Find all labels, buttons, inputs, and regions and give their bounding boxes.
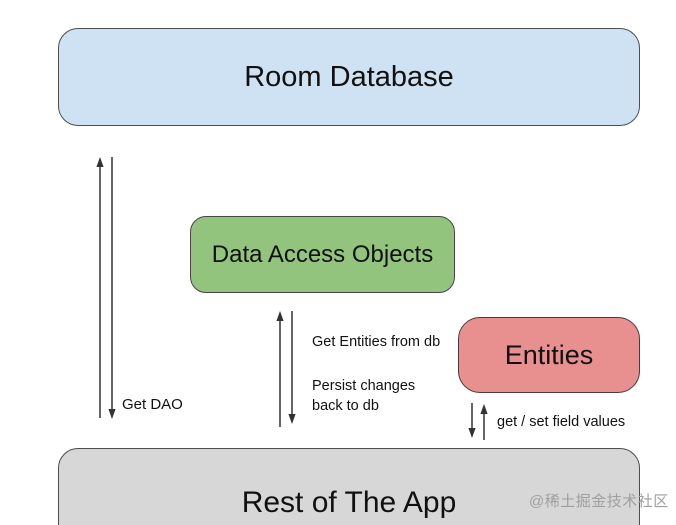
node-rest-of-the-app: Rest of The App bbox=[58, 448, 640, 525]
dao-up-arrowhead bbox=[276, 311, 284, 321]
node-entities-label: Entities bbox=[504, 339, 594, 370]
edge-label-persist-line-2: back to db bbox=[312, 398, 379, 414]
get-dao-down-arrowhead bbox=[108, 409, 116, 419]
entities-up-arrowhead bbox=[480, 404, 488, 414]
node-entities: Entities bbox=[458, 317, 640, 393]
edge-label-get-entities-from-db: Get Entities from db bbox=[312, 334, 441, 350]
edge-label-get-dao: Get DAO bbox=[122, 396, 183, 413]
get-dao-up-arrowhead bbox=[96, 157, 104, 167]
edge-label-get-set-field-values: get / set field values bbox=[497, 414, 626, 430]
edge-label-persist-line-1: Persist changes bbox=[312, 378, 416, 394]
node-data-access-objects-label: Data Access Objects bbox=[211, 240, 434, 268]
node-data-access-objects: Data Access Objects bbox=[190, 216, 455, 293]
watermark: @稀土掘金技术社区 bbox=[529, 493, 669, 510]
node-rest-of-the-app-label: Rest of The App bbox=[241, 486, 457, 519]
edge-label-persist-changes: Persist changes back to db bbox=[312, 376, 415, 416]
dao-down-arrowhead bbox=[288, 414, 296, 424]
node-room-database-label: Room Database bbox=[244, 60, 454, 93]
node-room-database: Room Database bbox=[58, 28, 640, 126]
entities-down-arrowhead bbox=[468, 428, 476, 438]
